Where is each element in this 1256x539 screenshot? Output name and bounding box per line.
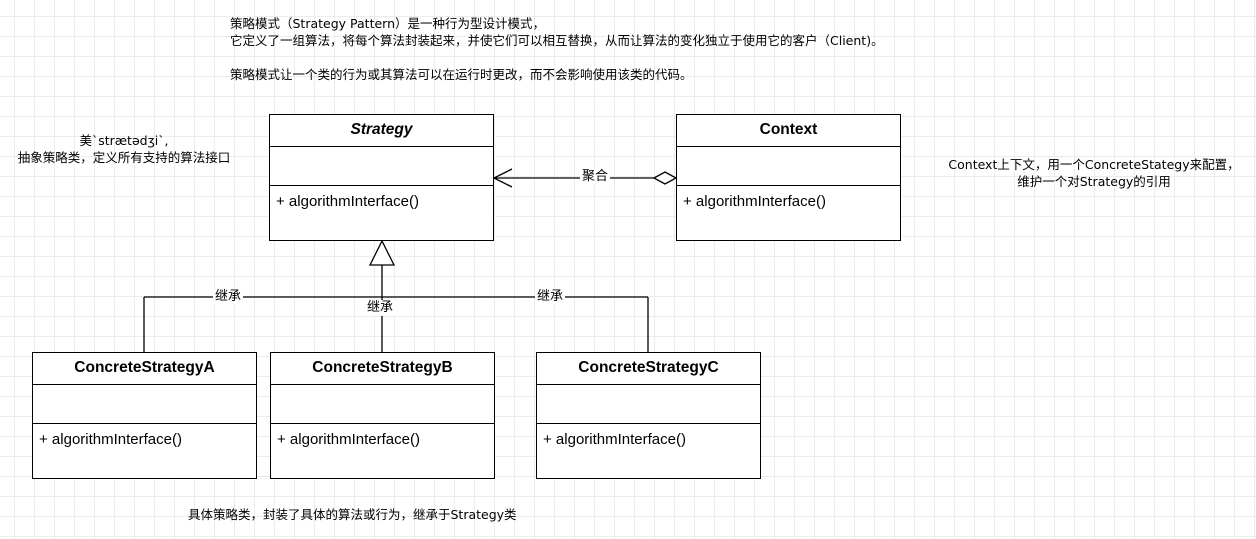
concrete-strategy-c-operation: + algorithmInterface()	[543, 431, 686, 448]
concrete-strategy-b-class[interactable]: ConcreteStrategyB + algorithmInterface()	[270, 352, 495, 479]
strategy-class[interactable]: Strategy + algorithmInterface()	[269, 114, 494, 241]
concrete-strategy-a-operation: + algorithmInterface()	[39, 431, 182, 448]
concrete-strategy-a-name: ConcreteStrategyA	[33, 353, 256, 385]
concrete-strategy-c-attributes	[537, 385, 760, 424]
concrete-strategy-b-attributes	[271, 385, 494, 424]
inherit-label-a: 继承	[213, 289, 244, 305]
context-attributes	[677, 147, 900, 186]
context-note-line-2: 维护一个对Strategy的引用	[1017, 174, 1171, 189]
context-note-line-1: Context上下文，用一个ConcreteStategy来配置，	[948, 157, 1240, 172]
strategy-operation: + algorithmInterface()	[276, 193, 419, 210]
aggregation-label: 聚合	[580, 169, 611, 185]
strategy-class-name: Strategy	[270, 115, 493, 147]
intro-note: 策略模式（Strategy Pattern）是一种行为型设计模式， 它定义了一组…	[230, 15, 884, 83]
inheritance-triangle	[368, 239, 396, 266]
concrete-strategy-a-attributes	[33, 385, 256, 424]
inherit-label-b: 继承	[365, 300, 396, 316]
concrete-strategy-c-name: ConcreteStrategyC	[537, 353, 760, 385]
context-class[interactable]: Context + algorithmInterface()	[676, 114, 901, 241]
strategy-note: 美ˋstrætədʒiˋ, 抽象策略类，定义所有支持的算法接口	[4, 132, 244, 166]
aggregation-diamond	[652, 171, 678, 185]
strategy-note-line-1: 美ˋstrætədʒiˋ,	[79, 133, 169, 148]
context-note: Context上下文，用一个ConcreteStategy来配置， 维护一个对S…	[936, 156, 1252, 190]
concrete-strategy-b-name: ConcreteStrategyB	[271, 353, 494, 385]
concrete-note-text: 具体策略类，封装了具体的算法或行为，继承于Strategy类	[188, 507, 517, 522]
concrete-strategy-a-class[interactable]: ConcreteStrategyA + algorithmInterface()	[32, 352, 257, 479]
strategy-note-line-2: 抽象策略类，定义所有支持的算法接口	[17, 150, 231, 165]
context-class-name: Context	[677, 115, 900, 147]
intro-line-1: 策略模式（Strategy Pattern）是一种行为型设计模式，	[230, 16, 546, 31]
intro-line-3: 策略模式让一个类的行为或其算法可以在运行时更改，而不会影响使用该类的代码。	[230, 67, 693, 82]
concrete-note: 具体策略类，封装了具体的算法或行为，继承于Strategy类	[188, 506, 517, 523]
inherit-label-c: 继承	[535, 289, 566, 305]
concrete-strategy-c-class[interactable]: ConcreteStrategyC + algorithmInterface()	[536, 352, 761, 479]
intro-line-2: 它定义了一组算法，将每个算法封装起来，并使它们可以相互替换，从而让算法的变化独立…	[230, 33, 884, 48]
context-operation: + algorithmInterface()	[683, 193, 826, 210]
aggregation-arrowhead	[492, 168, 513, 188]
strategy-attributes	[270, 147, 493, 186]
concrete-strategy-b-operation: + algorithmInterface()	[277, 431, 420, 448]
